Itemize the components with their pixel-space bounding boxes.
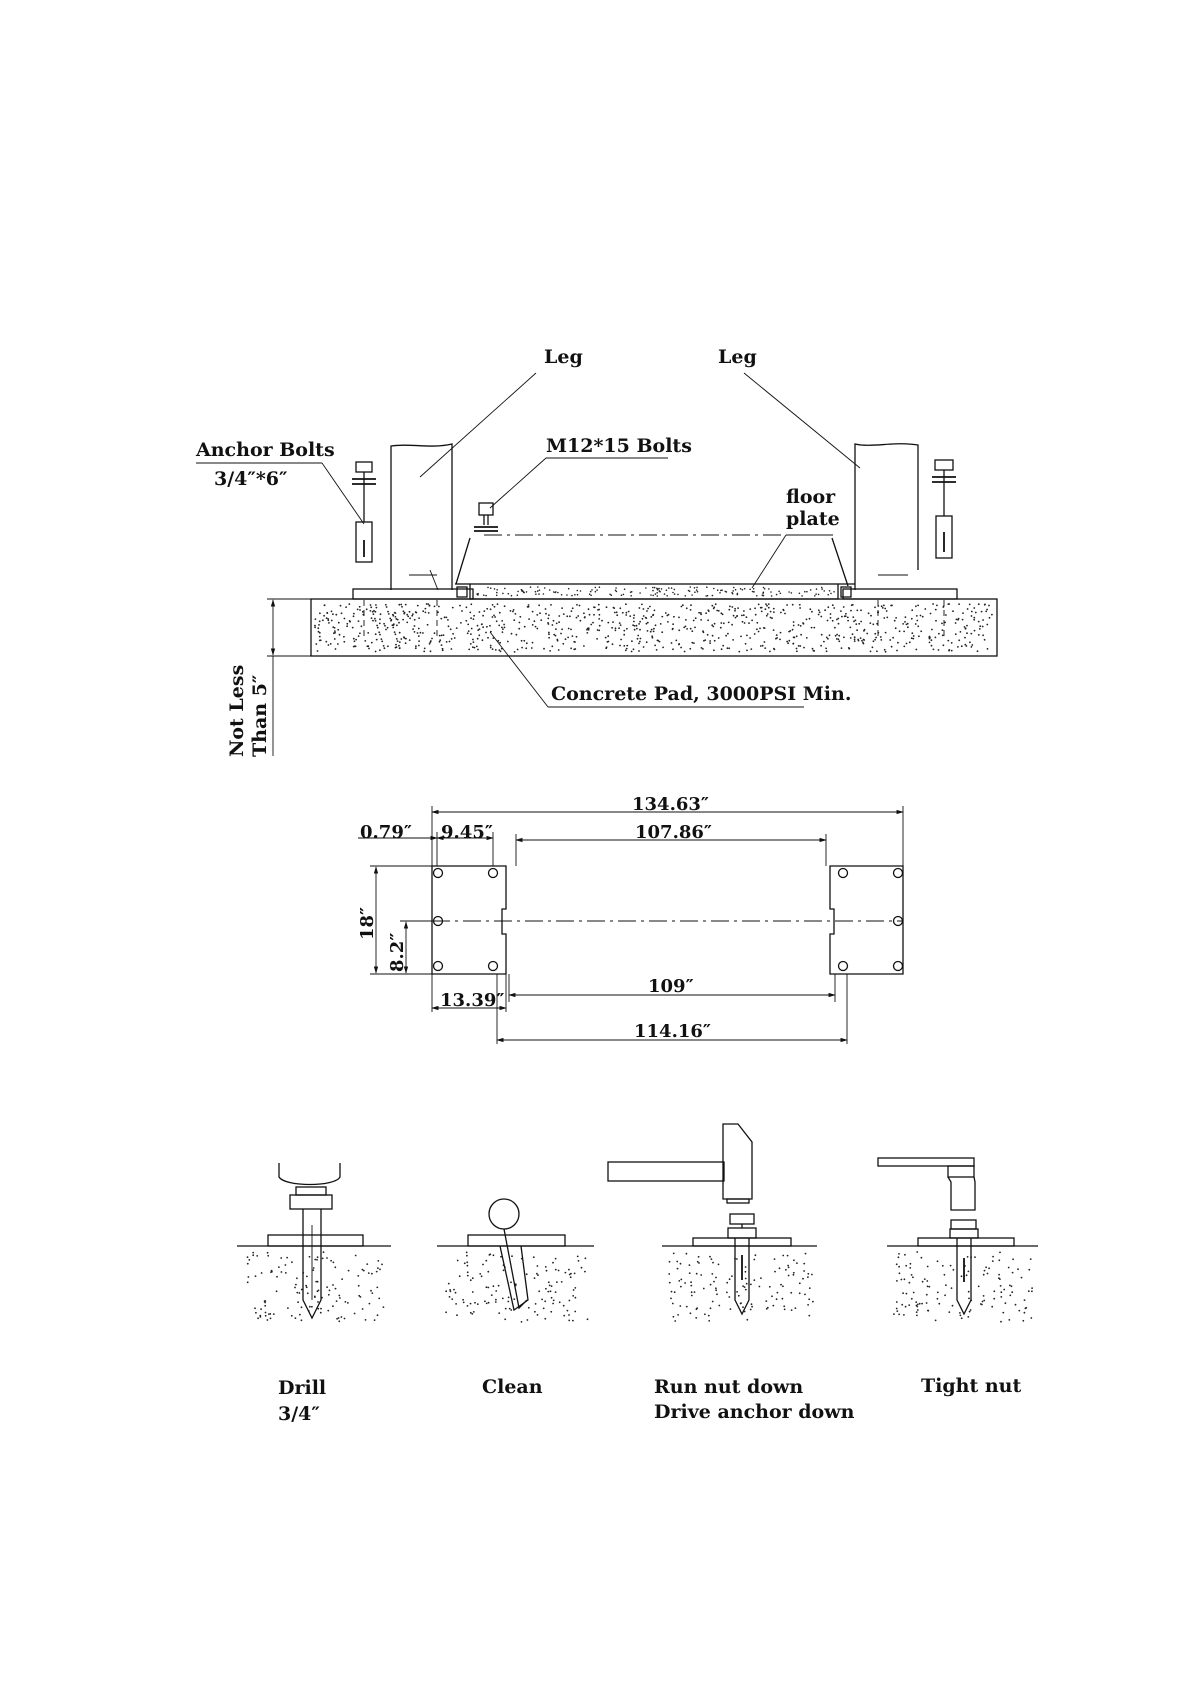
installation-steps: Drill 3/4″ Clean Run nut down Drive anch… <box>237 1124 1038 1425</box>
step-drill-figure <box>268 1163 363 1318</box>
step-wrench-figure <box>878 1158 1014 1314</box>
step-run-nut-label: Run nut down <box>654 1376 803 1398</box>
right-leg <box>855 444 918 590</box>
dim-plate-length: 18″ <box>357 907 378 940</box>
pad-depth-label-1: Not Less <box>226 665 248 757</box>
floor-plate-label-2: plate <box>786 508 840 530</box>
dim-center-offset: 8.2″ <box>387 933 408 972</box>
step-tight-nut-label: Tight nut <box>921 1375 1021 1397</box>
right-plan-plate <box>830 866 903 974</box>
concrete-texture <box>314 603 993 653</box>
plan-view: 134.63″ 107.86″ 0.79″ 9.45″ 18″ 8.2″ 13.… <box>357 794 903 1044</box>
leg-right-label: Leg <box>718 346 757 368</box>
ground-texture <box>247 1251 1033 1323</box>
left-base-plate <box>353 589 473 599</box>
floor-plate-label-1: floor <box>786 486 836 508</box>
left-plan-plate <box>432 866 506 974</box>
floor-plate <box>470 584 838 599</box>
dim-inner-span: 107.86″ <box>635 822 712 843</box>
concrete-pad <box>311 599 997 656</box>
dim-plate-depth: 9.45″ <box>441 822 493 843</box>
m12-bolts-label: M12*15 Bolts <box>546 435 692 457</box>
pad-depth-label-2: Than 5″ <box>249 674 271 757</box>
floor-plate-texture <box>476 586 835 597</box>
step-drill-label: Drill <box>278 1377 326 1399</box>
elevation-view: Leg Leg Anchor Bolts 3/4″*6″ M12*15 Bolt… <box>195 346 997 757</box>
step-clean-label: Clean <box>482 1376 543 1398</box>
right-anchor-bolt <box>932 460 956 558</box>
step-hammer-figure <box>608 1124 791 1314</box>
anchor-bolts-label: Anchor Bolts <box>195 439 335 461</box>
dim-overall-width: 134.63″ <box>632 794 709 815</box>
dim-edge-offset: 0.79″ <box>360 822 412 843</box>
anchor-bolts-size: 3/4″*6″ <box>214 468 288 490</box>
dim-notch-span: 109″ <box>648 976 694 997</box>
dim-plate-width: 13.39″ <box>440 990 504 1011</box>
right-base-plate <box>843 589 957 599</box>
step-drill-size: 3/4″ <box>278 1403 320 1425</box>
concrete-pad-label: Concrete Pad, 3000PSI Min. <box>551 683 851 705</box>
leg-left-label: Leg <box>544 346 583 368</box>
dim-bolt-span: 114.16″ <box>634 1021 711 1042</box>
step-clean-figure <box>468 1199 565 1310</box>
m12-bolt <box>474 503 498 531</box>
plan-bolt-holes <box>434 869 903 971</box>
left-leg <box>391 444 452 590</box>
step-drive-anchor-label: Drive anchor down <box>654 1401 855 1423</box>
